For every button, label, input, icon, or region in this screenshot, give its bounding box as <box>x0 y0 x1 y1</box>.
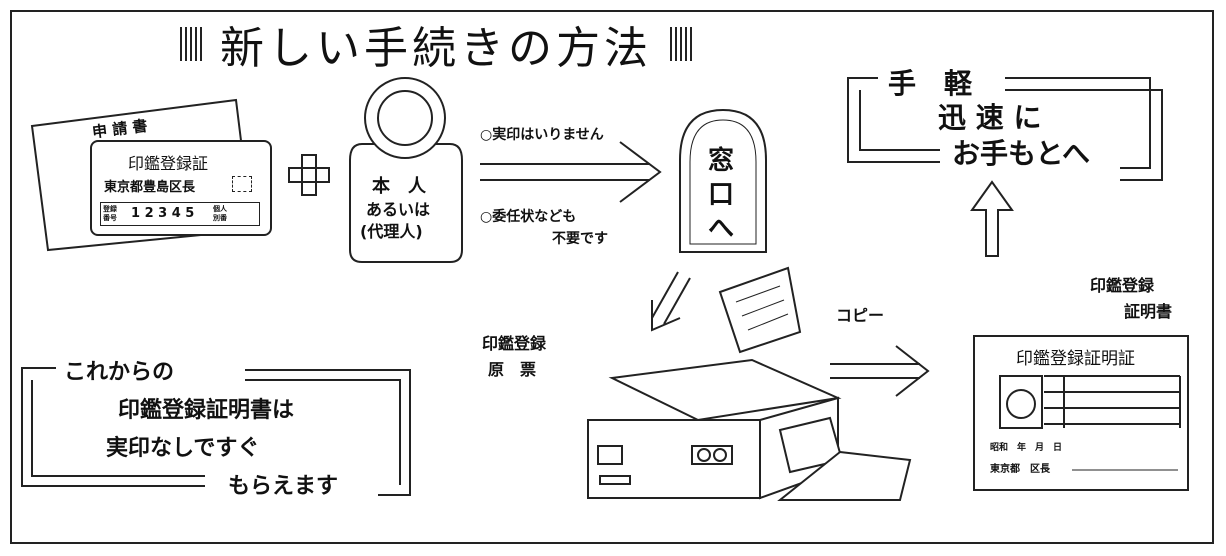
certificate-document <box>973 335 1189 491</box>
card-row-tag: 個人別番 <box>213 205 227 222</box>
message-line-2: 印鑑登録証明書は <box>118 398 295 423</box>
slogan-frame <box>847 77 1163 181</box>
card-number: 1 2 3 4 5 <box>131 206 195 221</box>
seal-registration-card: 印鑑登録証 東京都豊島区長 登録番号 1 2 3 4 5 個人別番 <box>90 140 272 236</box>
note-no-seal: ○実印はいりません <box>480 127 604 143</box>
certificate-date-line: 昭和 年 月 日 <box>990 443 1063 453</box>
message-line-1: これからの <box>64 360 175 385</box>
note-no-proxy-line-2: 不要です <box>552 231 608 247</box>
note-no-proxy-line-1: ○委任状なども <box>480 209 577 225</box>
card-number-row: 登録番号 1 2 3 4 5 個人別番 <box>100 202 260 226</box>
card-row-label: 登録番号 <box>103 205 117 222</box>
register-line-1: 印鑑登録 <box>482 334 547 353</box>
diagram-title-group: 新しい手続きの方法 <box>180 12 692 76</box>
window-line-2: 口 <box>708 180 735 210</box>
title-bars-right <box>670 27 692 61</box>
person-line-1: 本 人 <box>372 176 426 197</box>
copier-icon <box>587 266 912 501</box>
message-line-4: もらえます <box>228 474 339 499</box>
slogan-line-2: 迅 速 に <box>938 101 1042 134</box>
message-frame <box>21 367 411 496</box>
certificate-label-line-1: 印鑑登録 <box>1090 276 1155 295</box>
certificate-issuer-line: 東京都 区長 <box>990 464 1050 475</box>
up-arrow-icon <box>970 180 1014 257</box>
register-line-2: 原 票 <box>488 360 537 379</box>
person-line-3: (代理人) <box>360 222 423 241</box>
message-line-3: 実印なしですぐ <box>106 436 260 461</box>
copy-label: コピー <box>836 306 885 325</box>
certificate-doc-title: 印鑑登録証明証 <box>1016 349 1135 369</box>
certificate-label-line-2: 証明書 <box>1124 302 1173 321</box>
arrow-to-certificate <box>830 345 930 397</box>
card-stamp-box <box>232 176 252 192</box>
card-issuer: 東京都豊島区長 <box>104 180 196 195</box>
arrow-to-window <box>480 141 662 203</box>
seal-tag-icon <box>349 77 463 263</box>
slogan-line-3: お手もとへ <box>952 137 1091 170</box>
window-line-1: 窓 <box>708 146 735 176</box>
window-line-3: へ <box>708 214 735 244</box>
diagram-frame <box>10 10 1214 544</box>
title-bars-left <box>180 27 202 61</box>
window-sign-icon <box>679 108 767 253</box>
card-title: 印鑑登録証 <box>128 154 209 173</box>
person-line-2: あるいは <box>366 200 431 219</box>
slogan-line-1: 手 軽 <box>888 67 973 100</box>
arrow-to-copier <box>651 271 691 332</box>
page-title: 新しい手続きの方法 <box>220 23 652 74</box>
plus-icon <box>288 154 330 196</box>
